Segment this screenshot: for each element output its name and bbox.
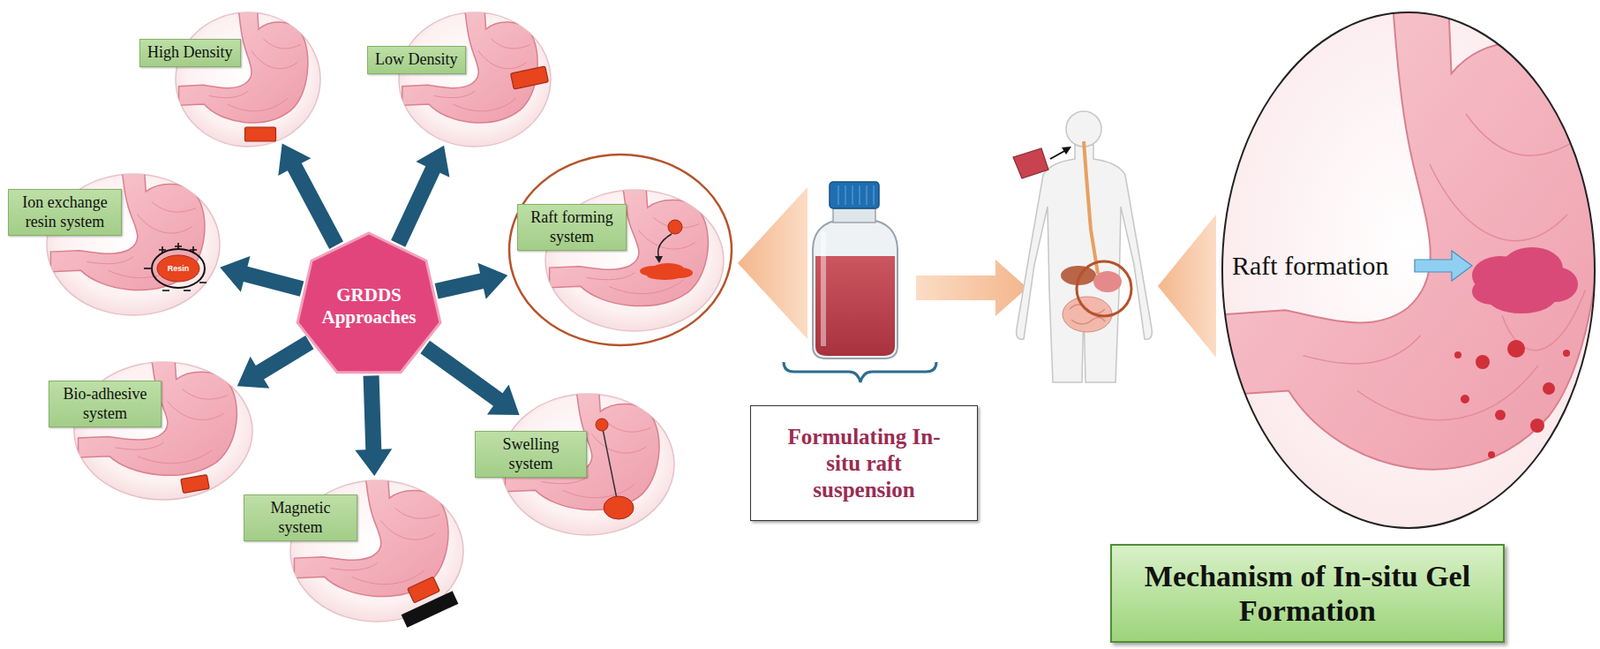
dosage-form [595, 418, 609, 431]
raft-arrow-head [654, 255, 663, 263]
intestine [1062, 296, 1112, 332]
swollen-form [603, 495, 634, 519]
approach-stomach-circle: High Density [174, 11, 322, 148]
pointer-arrow [1414, 250, 1473, 281]
approach-label: Ion exchange resin system [7, 188, 122, 236]
pointer-triangle [737, 187, 808, 339]
stomach-folds [1303, 113, 1586, 421]
block-arrow-connector [420, 340, 519, 415]
dosage-form [245, 127, 277, 142]
approach-label: Swelling system [474, 430, 587, 478]
approach-stomach-circle: Magnetic system [289, 479, 465, 623]
approach-stomach-circle: Bio-adhesive system [73, 360, 254, 501]
stomach-highlight-ring [1076, 261, 1132, 316]
detail-ellipse-outline [1222, 12, 1595, 528]
approach-label: Raft forming system [517, 203, 627, 251]
minus-symbol [162, 289, 170, 292]
stomach-large [1212, 0, 1600, 470]
drink-arrow [1050, 150, 1067, 159]
magnet-bar [401, 590, 459, 628]
label-holder: High Density [139, 38, 241, 68]
heptagon-text-holder: GRDDS Approaches [293, 231, 444, 382]
approach-label: Magnetic system [243, 494, 358, 541]
plus-symbol [158, 246, 166, 254]
human-body [1016, 144, 1153, 383]
resin-ring [151, 248, 205, 288]
dosage-form [668, 219, 683, 234]
block-arrow-connector [435, 262, 509, 300]
cap-ribs [838, 185, 874, 205]
block-arrow-connector [390, 145, 450, 248]
bottle-liquid [815, 255, 895, 356]
box-text: Formulating In-situ raft suspension [777, 423, 951, 504]
approach-label: Low Density [367, 45, 466, 75]
process-box: Formulating In-situ raft suspension [750, 405, 978, 521]
approach-stomach-circle: Raft forming system [507, 152, 734, 347]
intestine-loops [1069, 304, 1105, 324]
block-arrow [916, 259, 1028, 316]
bubble [1460, 394, 1470, 404]
bubble [1454, 351, 1462, 359]
dosage-form [510, 66, 549, 90]
label-holder: Low Density [367, 45, 466, 75]
drink-arrow-head [1061, 146, 1072, 155]
heptagon [297, 232, 441, 373]
block-arrow-connector [354, 375, 392, 476]
bubble [1507, 339, 1525, 358]
approach-label: Bio-adhesive system [48, 380, 162, 428]
label-holder: Raft formation [1231, 249, 1389, 282]
bubble [1475, 354, 1490, 369]
bubble [1487, 450, 1495, 459]
minus-symbol [199, 281, 207, 284]
callout-label: Raft formation [1231, 249, 1389, 282]
stomach-illustration [174, 11, 322, 148]
label-holder: Magnetic system [243, 494, 358, 541]
approach-stomach-circle: Ion exchange resin system [45, 172, 221, 316]
stomach-small [1093, 270, 1122, 293]
pointer-triangle [1157, 214, 1217, 358]
swelling-line [601, 424, 619, 508]
bubble [1494, 409, 1506, 421]
block-arrow-connector [277, 143, 344, 249]
dosage-form [407, 576, 441, 603]
block-arrow-connector [237, 335, 315, 389]
raft-blob [1472, 277, 1511, 305]
raft-arrow [658, 233, 672, 259]
bracket [783, 361, 937, 383]
plus-symbol [174, 242, 182, 250]
bubble [1554, 442, 1563, 451]
label-holder: Swelling system [474, 430, 587, 478]
bubble [1562, 349, 1570, 357]
box-text: Mechanism of In-situ Gel Formation [1129, 558, 1486, 628]
minus-symbol [143, 267, 151, 270]
minus-symbol [183, 289, 191, 292]
esophagus [1083, 141, 1098, 274]
stomach-illustration [398, 11, 552, 148]
approach-heptagon: GRDDS Approaches [293, 231, 444, 382]
label-holder: Ion exchange resin system [7, 188, 122, 236]
caption-box: Mechanism of In-situ Gel Formation [1110, 543, 1505, 643]
dosage-form [180, 474, 210, 494]
approach-label: High Density [139, 38, 241, 68]
label-holder: Raft forming system [517, 203, 627, 251]
bottle-highlight [820, 231, 827, 346]
approach-stomach-circle: Low Density [398, 11, 552, 148]
bubble [1530, 418, 1545, 433]
bubble [1542, 382, 1555, 395]
bottle-neck [833, 208, 876, 223]
drinking-glass [1013, 148, 1049, 179]
bottle-glass [812, 220, 898, 359]
block-arrow-connector [219, 255, 304, 297]
approach-stomach-circle: Swelling system [500, 392, 676, 536]
hub-label: GRDDS Approaches [311, 284, 427, 329]
bottle-cap [829, 181, 879, 209]
raft-layer [646, 270, 683, 280]
highlight-ring [509, 154, 732, 346]
plus-symbol [189, 246, 197, 254]
label-holder: Bio-adhesive system [48, 380, 162, 428]
resin-bead [157, 255, 200, 282]
